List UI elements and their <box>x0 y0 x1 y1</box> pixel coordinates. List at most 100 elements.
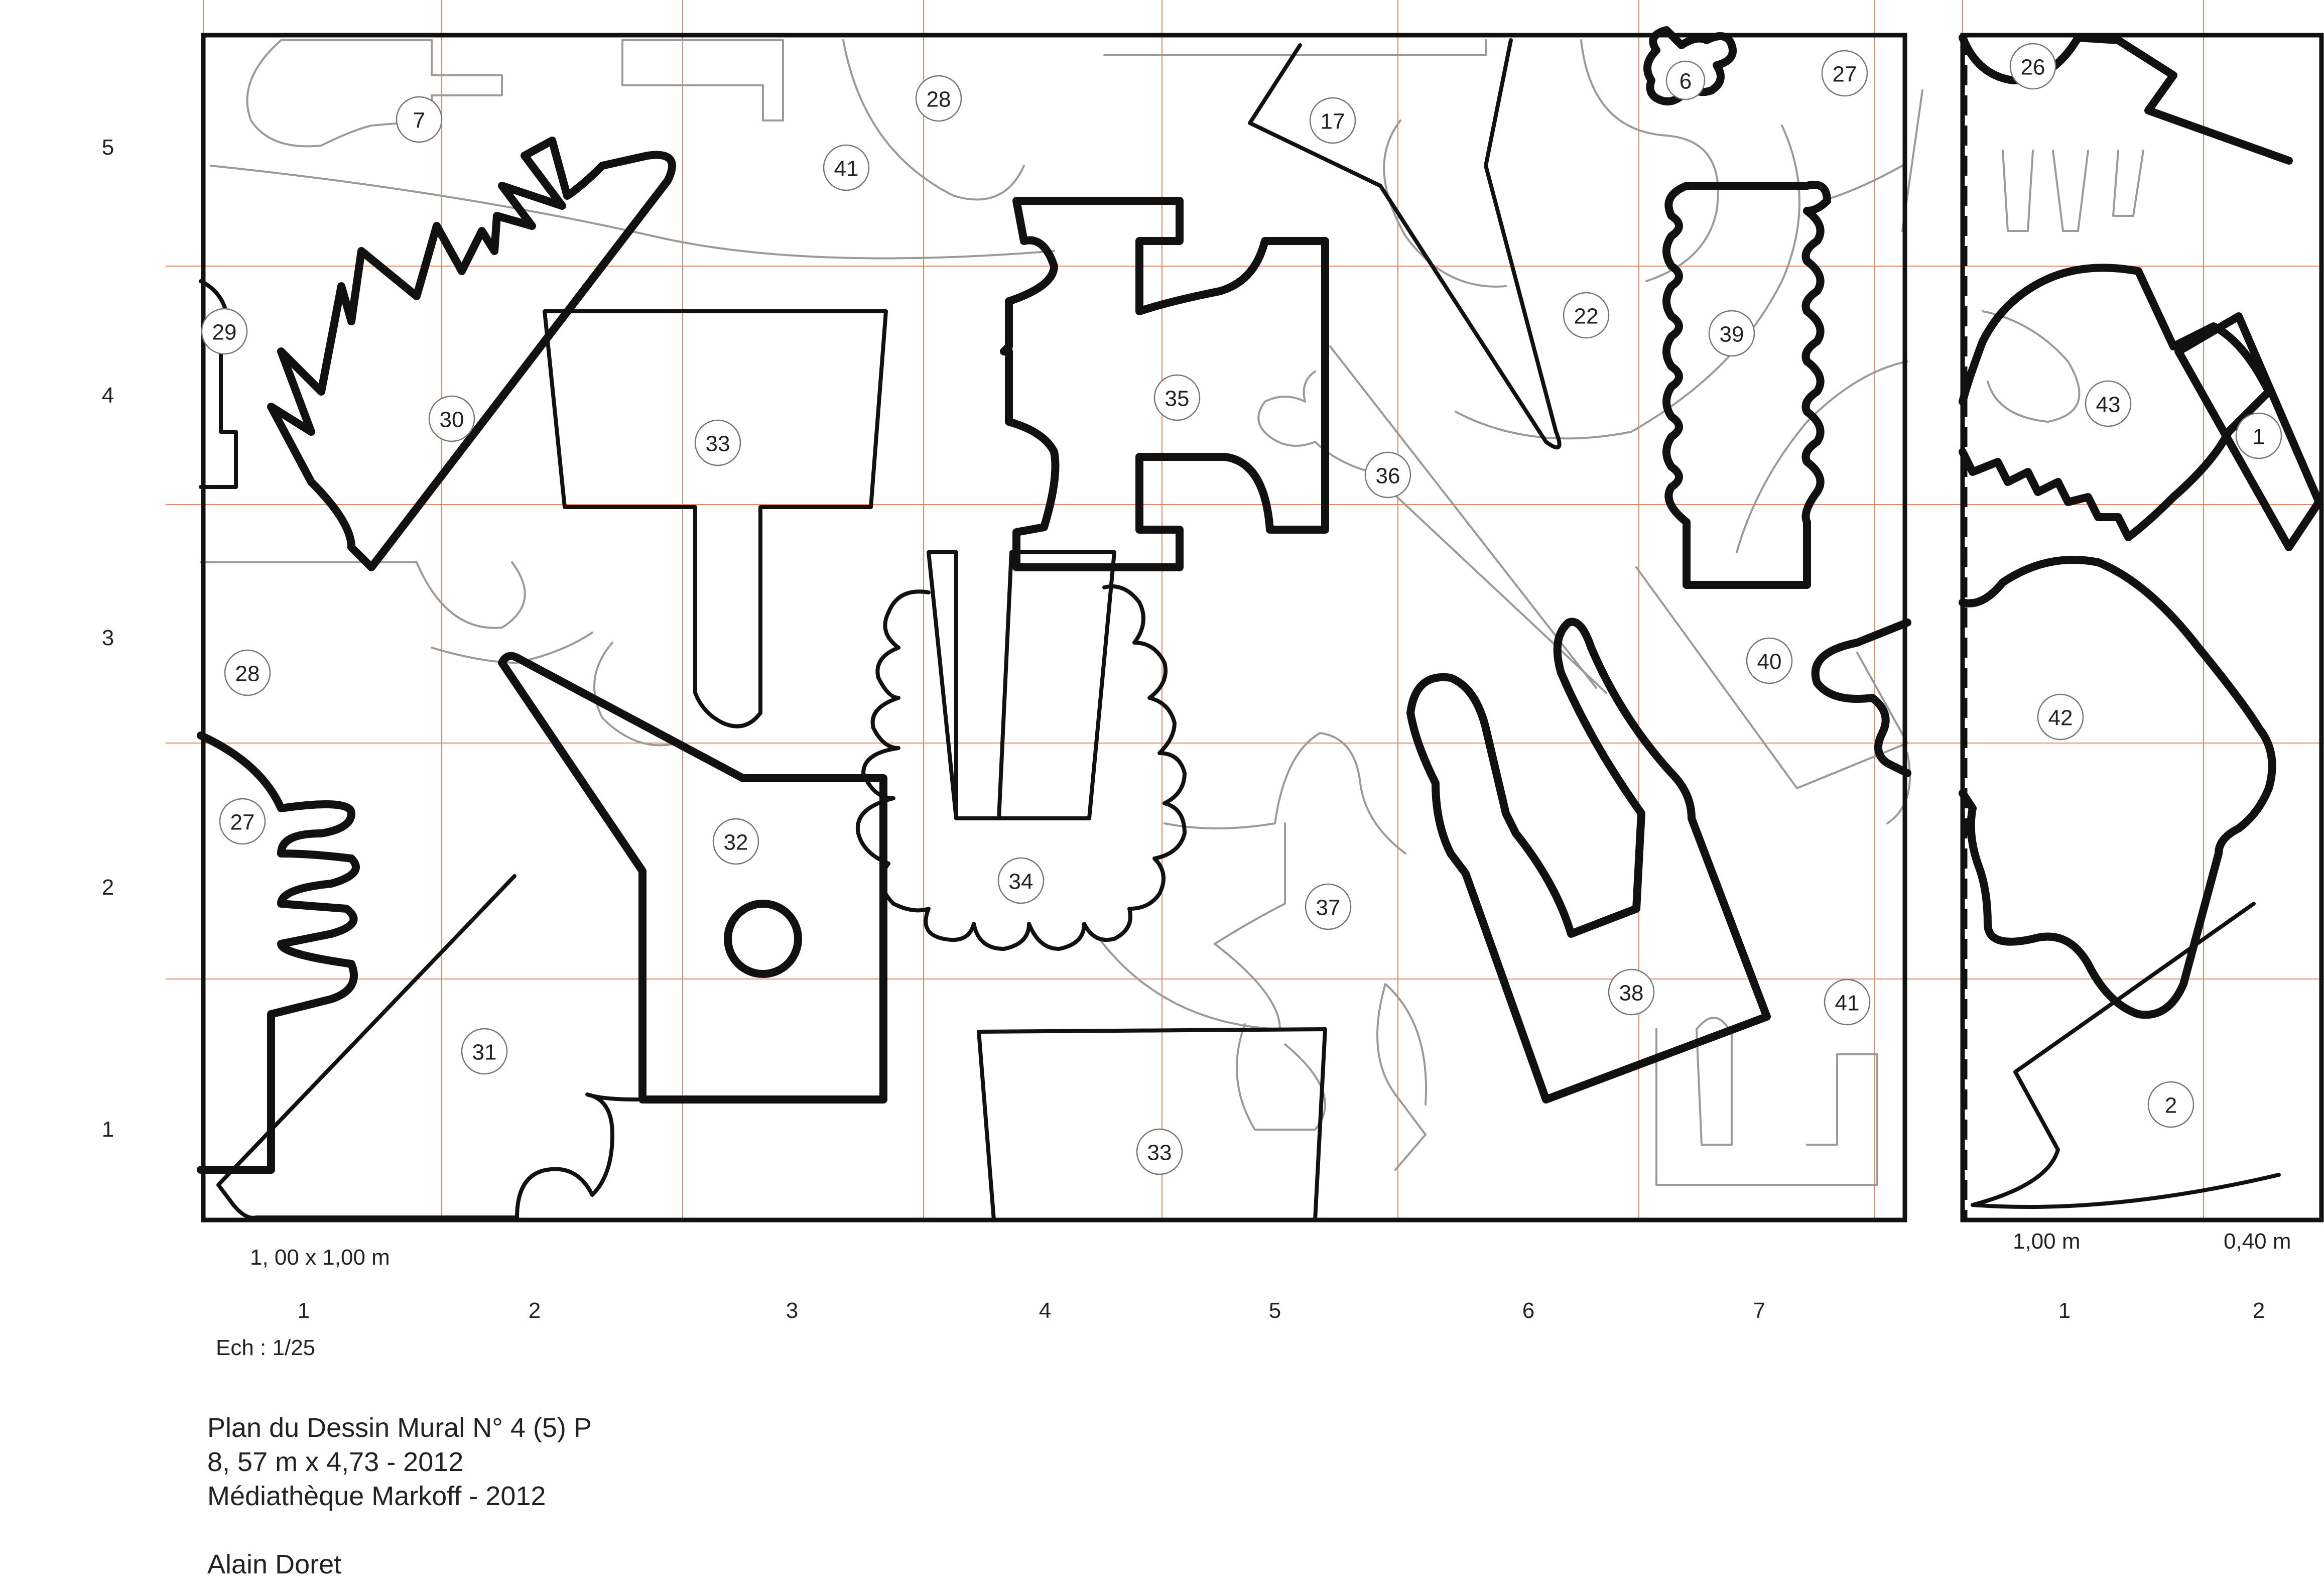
shape-29 <box>199 279 238 489</box>
shape-6 <box>1643 26 1737 105</box>
shape-31-cloud <box>515 1092 639 1219</box>
label-22: 22 <box>1563 292 1610 339</box>
label-36: 36 <box>1364 451 1411 499</box>
label-26: 26 <box>2009 43 2056 90</box>
label-2: 2 <box>2147 1081 2194 1128</box>
shape-labels: 7 28 41 17 6 27 26 29 30 33 35 22 39 43 … <box>201 43 2282 1175</box>
shape-2 <box>1971 902 2281 1209</box>
shape-17 <box>1248 38 1562 450</box>
legend-venue: Médiathèque Markoff - 2012 <box>207 1481 546 1511</box>
label-17: 17 <box>1309 97 1356 144</box>
label-32: 32 <box>712 818 759 865</box>
shape-35 <box>1000 197 1329 571</box>
label-41: 41 <box>823 144 870 191</box>
svg-text:41: 41 <box>834 157 859 181</box>
label-37: 37 <box>1305 883 1352 930</box>
svg-text:6: 6 <box>1680 69 1692 94</box>
label-29: 29 <box>201 308 248 355</box>
shape-33-bottom <box>977 1027 1327 1222</box>
svg-text:38: 38 <box>1619 981 1644 1006</box>
side-depth-label: 0,40 m <box>2224 1229 2291 1254</box>
svg-text:33: 33 <box>1147 1141 1172 1165</box>
shape-1 <box>2174 312 2323 551</box>
label-33b: 33 <box>1136 1128 1183 1175</box>
label-27b: 27 <box>219 798 266 845</box>
row-labels: 5 4 3 2 1 <box>102 135 114 1142</box>
svg-text:36: 36 <box>1376 464 1400 488</box>
svg-text:42: 42 <box>2048 706 2073 730</box>
label-42: 42 <box>2037 693 2084 741</box>
label-28b: 28 <box>224 649 271 696</box>
svg-text:34: 34 <box>1009 870 1034 894</box>
side-width-label: 1,00 m <box>2013 1229 2081 1254</box>
shape-33-top <box>543 309 888 728</box>
label-30: 30 <box>428 395 475 442</box>
shape-32-hole <box>724 900 802 978</box>
shape-27-comb <box>197 731 360 1174</box>
svg-text:29: 29 <box>212 320 237 345</box>
legend-author: Alain Doret <box>207 1549 342 1579</box>
svg-text:17: 17 <box>1321 109 1345 134</box>
legend-title: Plan du Dessin Mural N° 4 (5) P <box>207 1413 592 1443</box>
svg-text:1: 1 <box>2058 1298 2071 1323</box>
svg-text:2: 2 <box>529 1298 541 1323</box>
label-35: 35 <box>1153 374 1201 421</box>
svg-text:27: 27 <box>1833 62 1857 87</box>
shape-34-vase <box>927 550 1116 820</box>
label-27: 27 <box>1821 50 1868 97</box>
svg-text:1: 1 <box>298 1298 310 1323</box>
shape-38 <box>1406 618 1771 1104</box>
svg-text:4: 4 <box>102 383 114 408</box>
plan-legend: Plan du Dessin Mural N° 4 (5) P 8, 57 m … <box>207 1411 592 1581</box>
svg-text:41: 41 <box>1835 991 1860 1016</box>
shape-34-scallops <box>855 584 1187 951</box>
svg-text:32: 32 <box>724 830 748 855</box>
svg-text:3: 3 <box>102 626 114 650</box>
label-31: 31 <box>461 1028 508 1075</box>
label-1: 1 <box>2235 412 2282 459</box>
shape-31 <box>216 874 519 1220</box>
svg-text:22: 22 <box>1574 304 1599 329</box>
svg-text:26: 26 <box>2021 55 2045 80</box>
svg-text:1: 1 <box>102 1117 114 1142</box>
svg-text:2: 2 <box>2253 1298 2265 1323</box>
svg-text:3: 3 <box>786 1298 798 1323</box>
label-7: 7 <box>396 96 443 143</box>
svg-text:33: 33 <box>706 432 730 456</box>
svg-text:43: 43 <box>2096 393 2121 417</box>
svg-text:2: 2 <box>2165 1093 2177 1118</box>
svg-text:4: 4 <box>1039 1298 1051 1323</box>
label-33: 33 <box>694 419 741 466</box>
shape-43 <box>1959 264 2273 541</box>
svg-text:7: 7 <box>413 108 425 133</box>
svg-text:5: 5 <box>102 135 114 160</box>
label-6: 6 <box>1665 60 1706 100</box>
panel-frames <box>201 33 2324 1223</box>
shape-39 <box>1662 181 1831 589</box>
svg-text:27: 27 <box>230 810 255 835</box>
label-39: 39 <box>1708 310 1755 357</box>
legend-dimensions: 8, 57 m x 4,73 - 2012 <box>207 1447 464 1477</box>
label-43: 43 <box>2085 380 2132 427</box>
shape-30 <box>267 137 676 571</box>
svg-text:30: 30 <box>440 408 464 432</box>
column-labels: 1 2 3 4 5 6 7 1 2 <box>298 1298 2265 1323</box>
shape-26 <box>1959 34 2293 165</box>
shape-32 <box>498 652 887 1104</box>
svg-text:5: 5 <box>1269 1298 1281 1323</box>
svg-text:2: 2 <box>102 875 114 900</box>
svg-text:35: 35 <box>1165 387 1190 411</box>
cell-size-label: 1, 00 x 1,00 m <box>250 1245 390 1270</box>
label-38: 38 <box>1608 968 1655 1016</box>
svg-text:31: 31 <box>472 1040 497 1065</box>
svg-text:7: 7 <box>1753 1298 1765 1323</box>
shape-40-squiggle <box>1811 619 1911 777</box>
svg-text:40: 40 <box>1757 650 1782 674</box>
label-41b: 41 <box>1824 979 1871 1026</box>
label-34: 34 <box>997 857 1045 904</box>
scale-label: Ech : 1/25 <box>216 1335 316 1360</box>
svg-text:1: 1 <box>2253 425 2265 449</box>
svg-text:28: 28 <box>235 662 260 686</box>
svg-text:37: 37 <box>1316 896 1341 920</box>
